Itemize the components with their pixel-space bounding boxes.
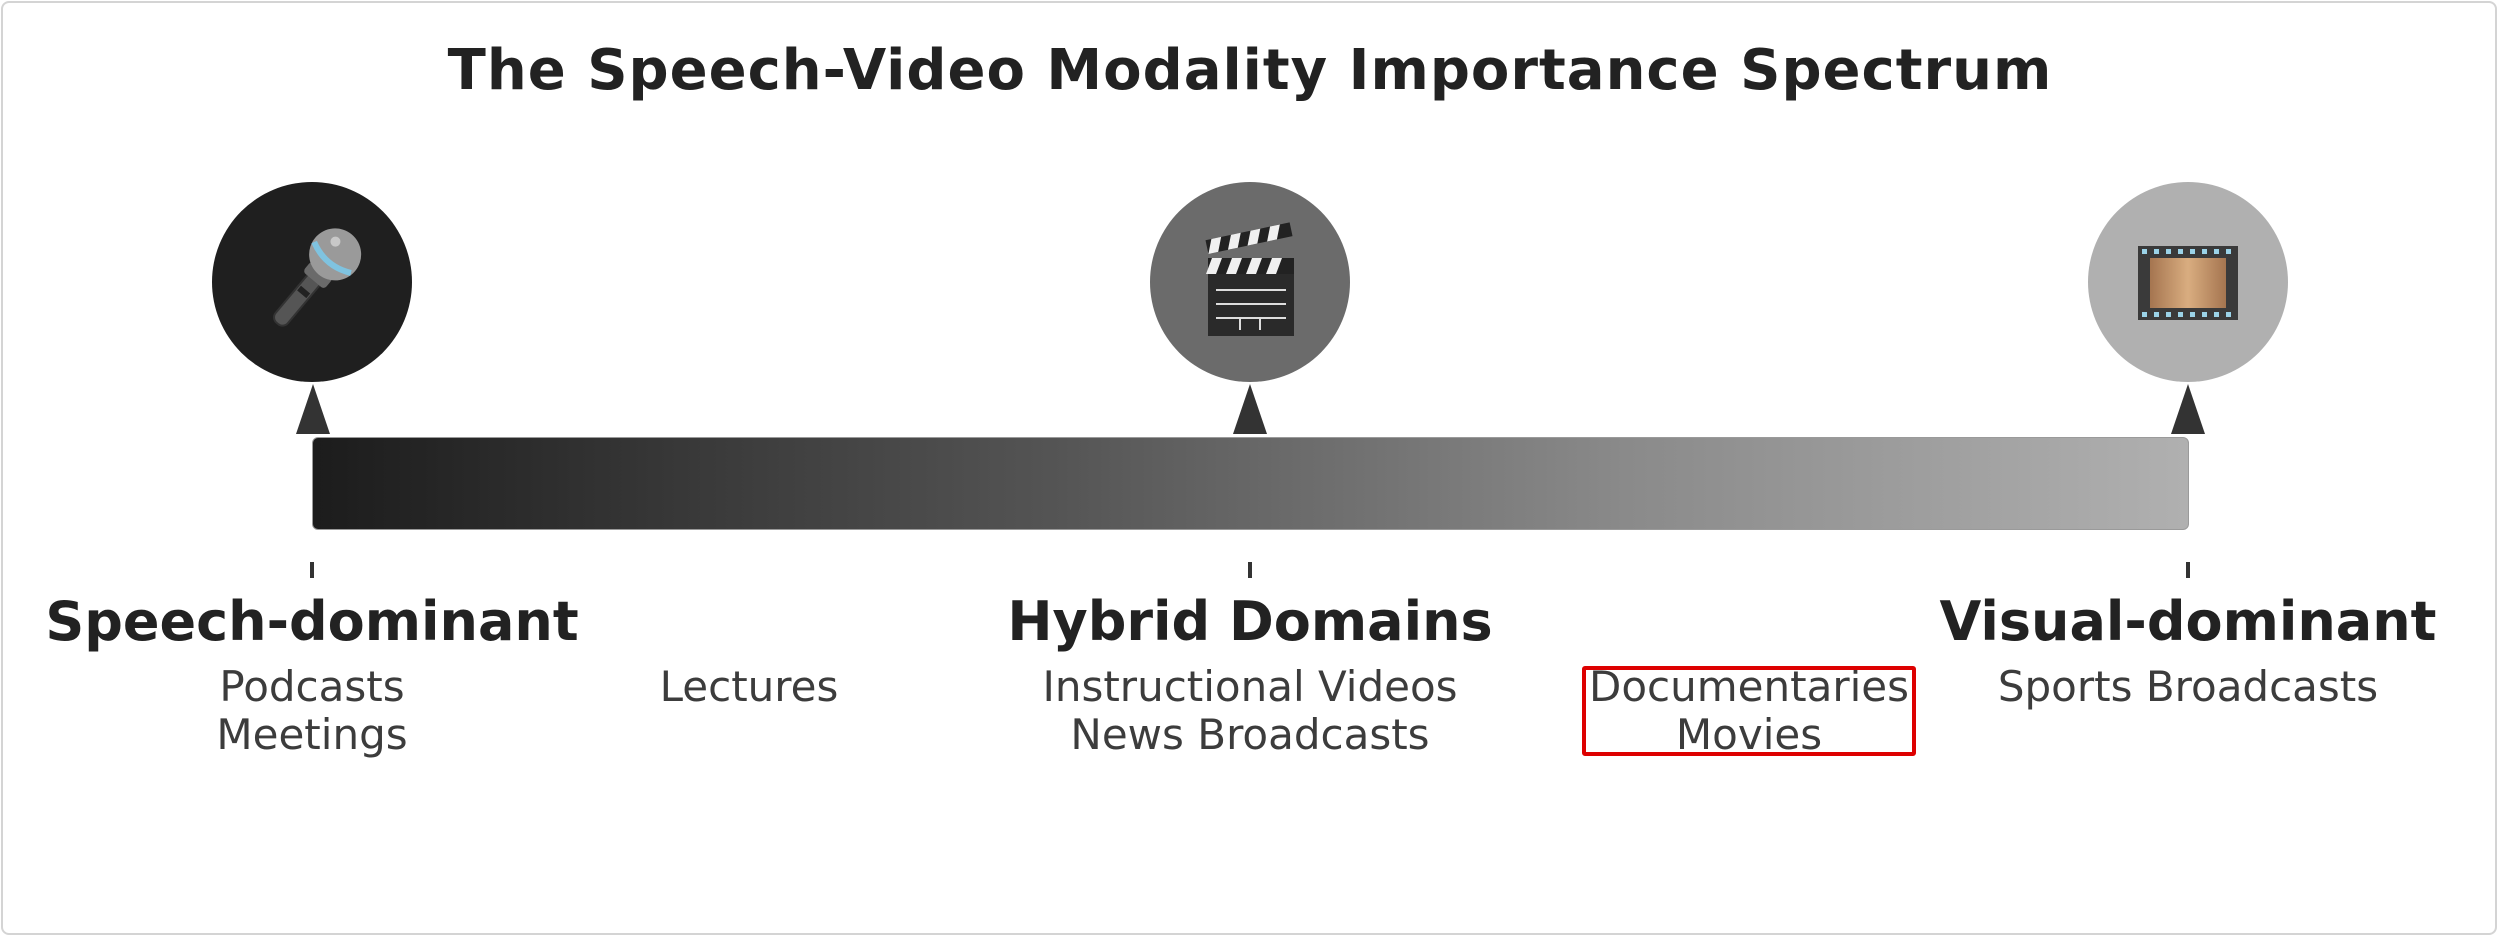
example-item: Lectures [659, 662, 839, 711]
hybrid-examples: Instructional Videos News Broadcasts [1042, 663, 1457, 759]
visual-circle [2088, 182, 2288, 382]
hybrid-circle [1150, 182, 1350, 382]
speech-examples: Podcasts Meetings [216, 663, 407, 759]
speech-dominant-label: Speech-dominant [45, 590, 579, 653]
speech-arrow [296, 384, 330, 434]
visual-examples: Sports Broadcasts [1998, 663, 2378, 711]
example-item: Meetings [216, 710, 408, 759]
visual-dominant-label: Visual-dominant [1939, 590, 2437, 653]
example-item: Documentaries [1589, 662, 1909, 711]
microphone-icon [273, 228, 362, 327]
highlight-box [1582, 666, 1916, 756]
speech-circle [212, 182, 412, 382]
example-item: Sports Broadcasts [1997, 662, 2379, 711]
diagram-title: The Speech-Video Modality Importance Spe… [447, 38, 2053, 103]
hybrid-arrow [1233, 384, 1267, 434]
film-strip-icon [2138, 246, 2238, 320]
spectrum-bar [312, 437, 2189, 530]
speech-hybrid-examples: Lectures [660, 663, 839, 711]
clapperboard-icon [1205, 222, 1294, 336]
example-item: Instructional Videos [1042, 662, 1458, 711]
speech-tick [310, 562, 314, 578]
example-item: Podcasts [219, 662, 405, 711]
hybrid-tick [1248, 562, 1252, 578]
example-item: News Broadcasts [1070, 710, 1430, 759]
hybrid-visual-examples: Documentaries Movies [1589, 663, 1909, 759]
example-item: Movies [1675, 710, 1823, 759]
visual-tick [2186, 562, 2190, 578]
visual-arrow [2171, 384, 2205, 434]
hybrid-domains-label: Hybrid Domains [1007, 590, 1493, 653]
